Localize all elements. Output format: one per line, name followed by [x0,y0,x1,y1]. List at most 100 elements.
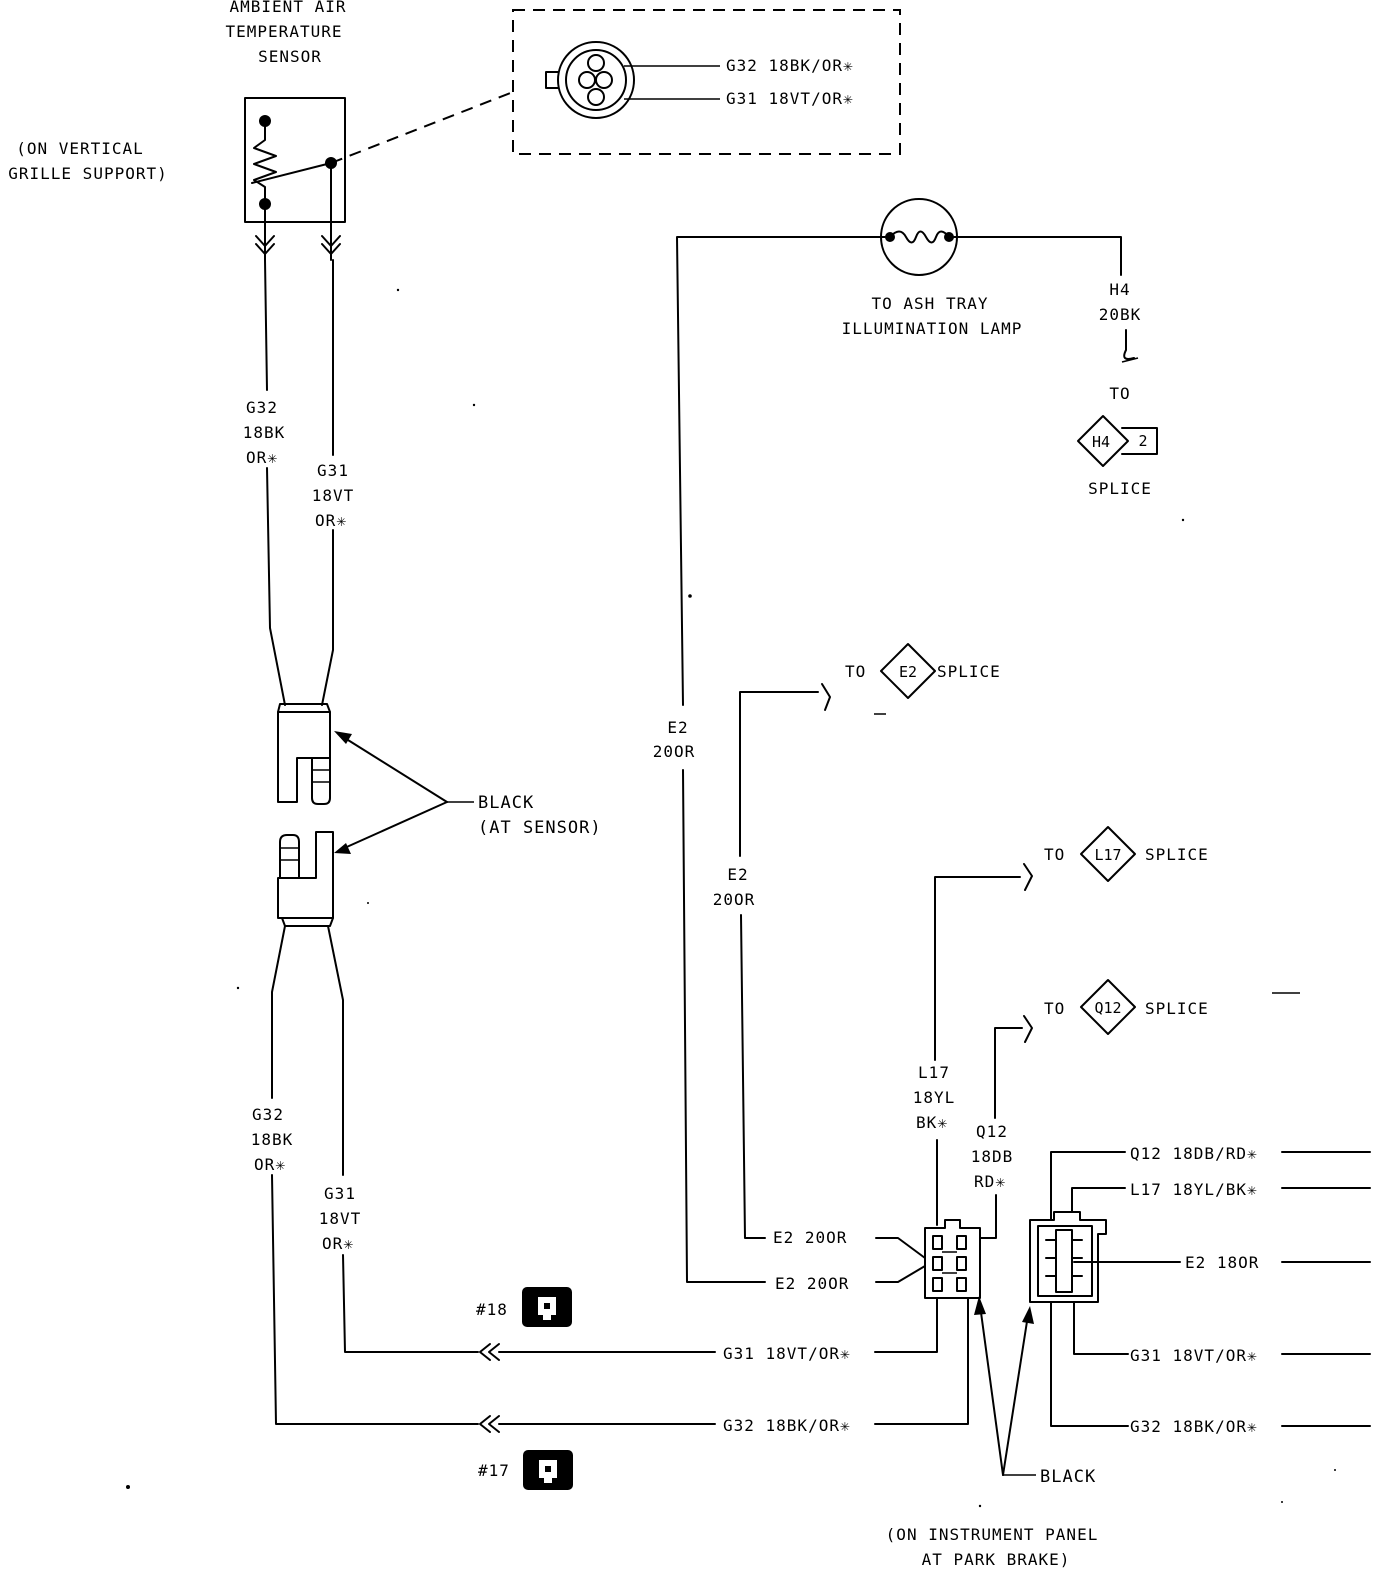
svg-text:G32: G32 [252,1105,284,1124]
svg-text:18VT: 18VT [319,1209,362,1228]
svg-text:G32: G32 [246,398,278,417]
h4-splice-diamond: H4 2 [1077,415,1158,467]
svg-text:Q12: Q12 [1094,999,1121,1017]
svg-text:ILLUMINATION LAMP: ILLUMINATION LAMP [842,319,1023,338]
label-upper-g31: G31 18VT OR✳ [312,461,355,530]
right-exit-lines [1281,1151,1371,1427]
center-e2-lower-lead [875,1265,926,1283]
svg-text:Q12: Q12 [976,1122,1008,1141]
connector-detail-box [512,9,901,155]
lamp-bulb-icon [880,198,958,276]
right-l17-lead [1071,1187,1126,1213]
svg-text:OR✳: OR✳ [254,1155,286,1174]
e2-break-icon [821,683,831,711]
svg-text:20OR: 20OR [713,890,756,909]
upper-black-connector [277,703,331,805]
e2-short-wire-bottom [740,914,766,1239]
label-e2-upper: E2 20OR [773,1228,847,1247]
right-label-e2: E2 18OR [1185,1253,1259,1272]
right-g31-lead [1073,1301,1129,1355]
q12-wire-label: Q12 18DB RD✳ [971,1122,1013,1191]
label-e2-lower: E2 20OR [775,1274,849,1293]
svg-text:E2: E2 [727,865,748,884]
svg-text:E2: E2 [667,718,688,737]
svg-text:2: 2 [1138,432,1147,450]
detail-pin-g31: G31 18VT/OR✳ [726,89,854,108]
sensor-body [244,97,346,261]
h4-break-icon [1123,329,1135,360]
detail-leader [330,91,514,164]
svg-text:H4: H4 [1109,280,1130,299]
q12-break-icon [1023,1015,1033,1043]
black-panel-label: BLACK [1040,1467,1096,1487]
label-g31-center: G31 18VT/OR✳ [723,1344,851,1363]
sensor-title: AMBIENT AIR TEMPERATURE SENSOR [226,0,346,66]
right-g32-lead [1050,1301,1129,1427]
svg-text:BLACK: BLACK [478,793,534,813]
q12-splice-diamond: Q12 [1080,979,1136,1035]
center-g32-lead [874,1297,969,1425]
svg-text:H4: H4 [1092,433,1110,451]
label-lower-g32: G32 18BK OR✳ [251,1105,293,1174]
label-g32-center: G32 18BK/OR✳ [723,1416,851,1435]
h4-splice-word: SPLICE [1088,479,1152,498]
upper-harness-wires [264,259,334,706]
scan-specks [126,288,1336,1508]
center-connector [924,1219,981,1299]
center-g31-lead [874,1297,938,1353]
label-upper-g32: G32 18BK OR✳ [243,398,286,467]
svg-text:20BK: 20BK [1099,305,1142,324]
l17-wire-label: L17 18YL BK✳ [913,1063,956,1132]
h4-wire-label: H4 20BK [1099,280,1142,324]
svg-text:#17: #17 [478,1461,510,1480]
q12-wire-top [994,1027,1023,1119]
chevron-icon [479,1343,500,1433]
l17-splice-word: SPLICE [1145,845,1209,864]
e2-splice-word: SPLICE [937,662,1001,681]
q12-wire-bottom [979,1194,997,1239]
right-label-g32: G32 18BK/OR✳ [1130,1417,1258,1436]
black-sensor-arrows [334,731,474,854]
svg-text:BK✳: BK✳ [916,1113,948,1132]
detail-pin-g32: G32 18BK/OR✳ [726,56,854,75]
e2-long-wire [682,769,766,1283]
lamp-label: TO ASH TRAY ILLUMINATION LAMP [842,294,1023,338]
svg-text:SENSOR: SENSOR [258,47,322,66]
right-label-g31: G31 18VT/OR✳ [1130,1346,1258,1365]
sensor-location: (ON VERTICAL GRILLE SUPPORT) [8,139,167,183]
svg-text:L17: L17 [918,1063,950,1082]
svg-text:18BK: 18BK [243,423,286,442]
right-label-q12: Q12 18DB/RD✳ [1130,1144,1258,1163]
center-e2-upper-lead [875,1237,926,1259]
svg-text:G31: G31 [317,461,349,480]
right-connector [1029,1211,1107,1303]
svg-text:TEMPERATURE: TEMPERATURE [226,22,343,41]
q12-splice-word: SPLICE [1145,999,1209,1018]
l17-splice-diamond: L17 [1080,826,1136,882]
svg-text:E2: E2 [899,663,917,681]
svg-text:18VT: 18VT [312,486,355,505]
e2-long-label: E2 20OR [653,718,696,761]
svg-text:OR✳: OR✳ [322,1234,354,1253]
h4-to: TO [1109,384,1130,403]
svg-text:TO ASH TRAY: TO ASH TRAY [872,294,989,313]
lower-harness-wires [271,925,479,1425]
svg-text:(ON INSTRUMENT PANEL: (ON INSTRUMENT PANEL [886,1525,1099,1544]
black-at-sensor-label: BLACK (AT SENSOR) [478,793,601,838]
right-q12-lead [1050,1151,1126,1221]
q12-to: TO [1044,999,1065,1018]
svg-text:18YL: 18YL [913,1088,956,1107]
svg-text:OR✳: OR✳ [315,511,347,530]
e2-to: TO [845,662,866,681]
e2-short-wire-top [739,691,819,857]
l17-wire-top [934,876,1021,1061]
svg-text:#18: #18 [476,1300,508,1319]
black-panel-arrows [974,1296,1036,1476]
h4-ground-wire [953,236,1122,276]
svg-text:20OR: 20OR [653,742,696,761]
svg-text:L17: L17 [1094,846,1121,864]
label-lower-g31: G31 18VT OR✳ [319,1184,362,1253]
lower-black-connector [277,831,334,927]
svg-text:G31: G31 [324,1184,356,1203]
